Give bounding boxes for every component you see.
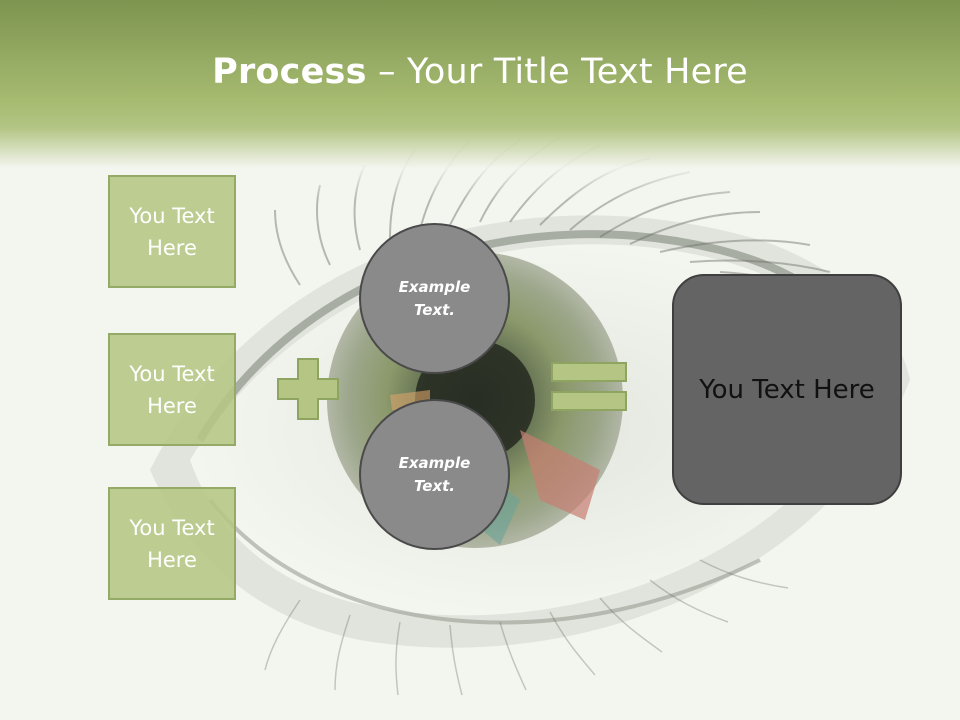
title-separator: – [366,52,407,92]
equals-bar-bottom [551,391,627,411]
text-box-line1: You Text [129,515,215,540]
equals-bar-top [551,362,627,382]
slide-title: Process – Your Title Text Here [0,52,960,92]
title-rest: Your Title Text Here [406,52,748,92]
result-label: You Text Here [699,374,875,405]
title-strong: Process [212,52,367,92]
example-circle-2[interactable]: Example Text. [359,399,510,550]
text-box-line2: Here [147,235,197,260]
title-band [0,0,960,200]
text-box-line2: Here [147,393,197,418]
text-box-2[interactable]: You Text Here [108,333,236,446]
plus-icon [277,358,339,420]
circle-line2: Text. [413,476,455,495]
text-box-line1: You Text [129,203,215,228]
circle-line2: Text. [413,300,455,319]
result-box[interactable]: You Text Here [672,274,902,505]
text-box-line1: You Text [129,361,215,386]
circle-line1: Example [398,453,471,472]
text-box-1[interactable]: You Text Here [108,175,236,288]
circle-line1: Example [398,277,471,296]
example-circle-1[interactable]: Example Text. [359,223,510,374]
text-box-line2: Here [147,547,197,572]
text-box-3[interactable]: You Text Here [108,487,236,600]
